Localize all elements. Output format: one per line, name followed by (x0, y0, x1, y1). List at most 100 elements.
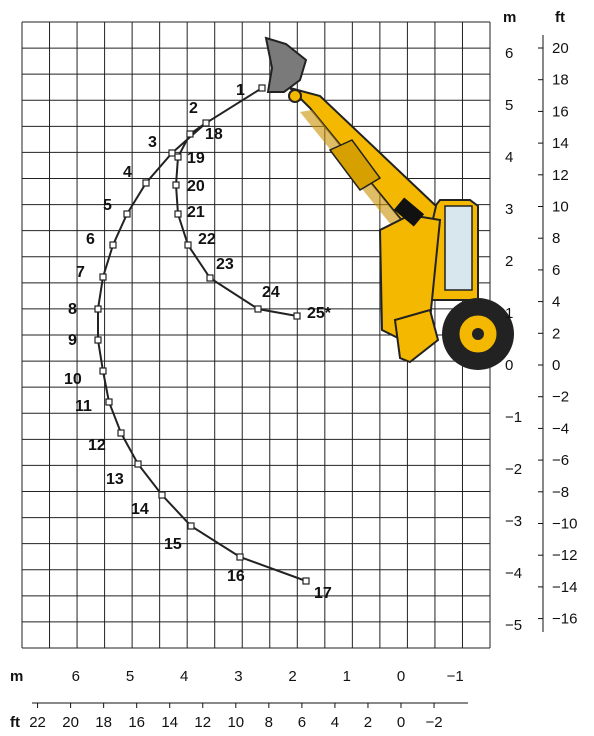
y-tick-m: 6 (505, 45, 513, 62)
x-tick-m: 6 (72, 668, 80, 685)
path-point-marker (168, 149, 176, 157)
y-tick-ft: 16 (552, 103, 569, 120)
path-point-marker (123, 210, 131, 218)
x-tick-ft: 16 (128, 714, 145, 731)
y-tick-ft: 0 (552, 357, 560, 374)
cat-logo-badge (393, 197, 425, 227)
path-point-label: 16 (227, 568, 245, 585)
path-point-marker (142, 179, 150, 187)
y-tick-ft: 12 (552, 167, 569, 184)
y-tick-ft: −8 (552, 484, 569, 501)
backhoe-illustration (264, 36, 514, 370)
path-point-label: 9 (68, 332, 77, 349)
wheel-hub (472, 328, 484, 340)
path-point-label: 15 (164, 536, 182, 553)
x-tick-ft: 0 (397, 714, 405, 731)
path-point-marker (302, 577, 310, 585)
path-point-marker (187, 522, 195, 530)
path-point-label: 22 (198, 231, 216, 248)
x-tick-ft: 2 (364, 714, 372, 731)
cab-window (444, 205, 473, 291)
y-tick-m: 0 (505, 357, 513, 374)
y-tick-m: 2 (505, 253, 513, 270)
x-tick-ft: 6 (298, 714, 306, 731)
path-point-label: 3 (148, 134, 157, 151)
bucket (264, 36, 308, 93)
path-point-label: 1 (236, 82, 245, 99)
y-tick-ft: −12 (552, 547, 577, 564)
height-axes: 6543210−1−2−3−4−520181614121086420−2−4−6… (505, 35, 577, 634)
x-tick-ft: 18 (95, 714, 112, 731)
y-tick-ft: −16 (552, 611, 577, 628)
y-axis-ft-unit: ft (555, 9, 565, 26)
path-point-marker (158, 491, 166, 499)
y-tick-ft: −2 (552, 389, 569, 406)
path-point-marker (109, 241, 117, 249)
y-tick-m: −4 (505, 565, 522, 582)
path-point-marker (206, 274, 214, 282)
y-tick-ft: 2 (552, 325, 560, 342)
x-tick-ft: −2 (425, 714, 442, 731)
path-point-label: 12 (88, 437, 106, 454)
y-tick-m: −5 (505, 617, 522, 634)
path-point-label: 4 (123, 164, 132, 181)
path-point-marker (202, 119, 210, 127)
x-tick-ft: 20 (62, 714, 79, 731)
path-point-label: 24 (262, 284, 280, 301)
path-point-label: 7 (76, 264, 85, 281)
x-tick-ft: 4 (331, 714, 339, 731)
x-tick-m: 3 (234, 668, 242, 685)
y-tick-ft: −4 (552, 420, 569, 437)
x-axis-ft-unit: ft (10, 714, 20, 731)
x-tick-ft: 22 (29, 714, 46, 731)
y-tick-m: 5 (505, 97, 513, 114)
path-point-label: 17 (314, 585, 332, 602)
dig-path (94, 84, 310, 585)
x-tick-ft: 12 (194, 714, 211, 731)
y-tick-ft: 14 (552, 135, 569, 152)
y-tick-ft: −10 (552, 515, 577, 532)
boom-pin (288, 89, 302, 103)
path-point-marker (174, 210, 182, 218)
path-point-label: 5 (103, 197, 112, 214)
path-point-marker (172, 181, 180, 189)
path-point-marker (236, 553, 244, 561)
path-point-label: 11 (75, 398, 92, 415)
path-point-label: 10 (64, 371, 82, 388)
path-point-marker (94, 305, 102, 313)
path-point-marker (293, 312, 301, 320)
x-tick-m: 1 (343, 668, 351, 685)
x-tick-ft: 8 (265, 714, 273, 731)
path-point-label: 19 (187, 150, 205, 167)
path-point-label: 18 (205, 126, 223, 143)
path-point-label: 20 (187, 178, 205, 195)
path-point-label: 6 (86, 231, 95, 248)
path-point-marker (174, 153, 182, 161)
y-tick-ft: −14 (552, 579, 577, 596)
path-point-marker (134, 460, 142, 468)
x-tick-ft: 10 (227, 714, 244, 731)
path-point-label: 23 (216, 256, 234, 273)
x-tick-m: 5 (126, 668, 134, 685)
x-tick-ft: 14 (161, 714, 178, 731)
path-point-label: 21 (187, 204, 205, 221)
path-point-marker (186, 130, 194, 138)
path-point-marker (105, 398, 113, 406)
y-tick-ft: 8 (552, 230, 560, 247)
path-point-marker (99, 273, 107, 281)
path-point-marker (117, 429, 125, 437)
path-point-label: 2 (189, 100, 198, 117)
path-point-marker (99, 367, 107, 375)
path-point-marker (184, 241, 192, 249)
y-tick-m: −2 (505, 461, 522, 478)
y-tick-m: 3 (505, 201, 513, 218)
path-point-label: 14 (131, 501, 149, 518)
y-tick-ft: −6 (552, 452, 569, 469)
x-tick-m: −1 (447, 668, 464, 685)
y-tick-m: −1 (505, 409, 522, 426)
path-point-label: 25* (307, 305, 332, 322)
dig-path-labels: 1234567891011121314151617181920212223242… (64, 82, 332, 602)
x-tick-m: 4 (180, 668, 188, 685)
